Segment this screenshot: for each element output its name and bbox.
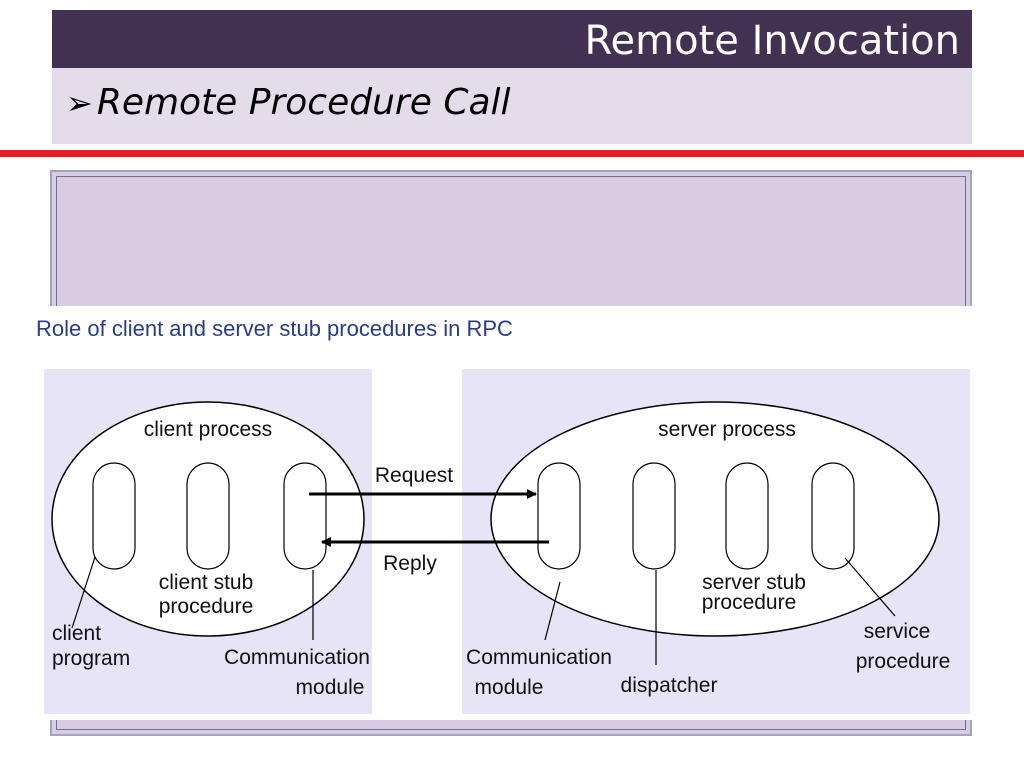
service-procedure-label-2: procedure (856, 650, 951, 673)
client-stub-capsule (186, 462, 230, 570)
server-comm-label-2: module (475, 676, 544, 699)
dispatcher-capsule (632, 462, 676, 570)
service-procedure-label-1: service (864, 620, 931, 643)
subtitle-text: Remote Procedure Call (96, 82, 511, 123)
server-comm-leader (544, 581, 561, 641)
request-label: Request (375, 464, 453, 487)
subtitle-bar: ➢Remote Procedure Call (52, 68, 972, 144)
server-process-label: server process (658, 418, 796, 441)
server-stub-label-2: procedure (702, 591, 797, 614)
service-leader (844, 557, 896, 617)
divider (0, 150, 1024, 157)
client-process-label: client process (144, 418, 272, 441)
server-stub-label-1: server stub (702, 571, 806, 594)
client-program-label-2: program (52, 647, 130, 670)
dispatcher-label: dispatcher (621, 674, 718, 697)
diagram-caption: Role of client and server stub procedure… (36, 316, 513, 341)
client-program-label-1: client (52, 622, 101, 645)
client-program-capsule (92, 462, 136, 570)
reply-label: Reply (383, 552, 437, 575)
server-stub-capsule (725, 462, 769, 570)
arrow-bullet-icon: ➢ (66, 84, 93, 122)
client-comm-label-1: Communication (224, 646, 370, 669)
client-comm-label-2: module (296, 676, 365, 699)
client-program-leader (71, 556, 96, 629)
slide-title: Remote Invocation (584, 18, 960, 64)
client-stub-label-1: client stub (159, 571, 254, 594)
server-comm-capsule (537, 462, 581, 570)
client-comm-capsule (283, 462, 327, 570)
server-comm-label-1: Communication (466, 646, 612, 669)
header-bar: Remote Invocation (52, 10, 972, 68)
client-stub-label-2: procedure (159, 595, 254, 618)
service-procedure-capsule (811, 462, 855, 570)
server-process-ellipse (490, 401, 940, 637)
subtitle: ➢Remote Procedure Call (66, 82, 511, 123)
